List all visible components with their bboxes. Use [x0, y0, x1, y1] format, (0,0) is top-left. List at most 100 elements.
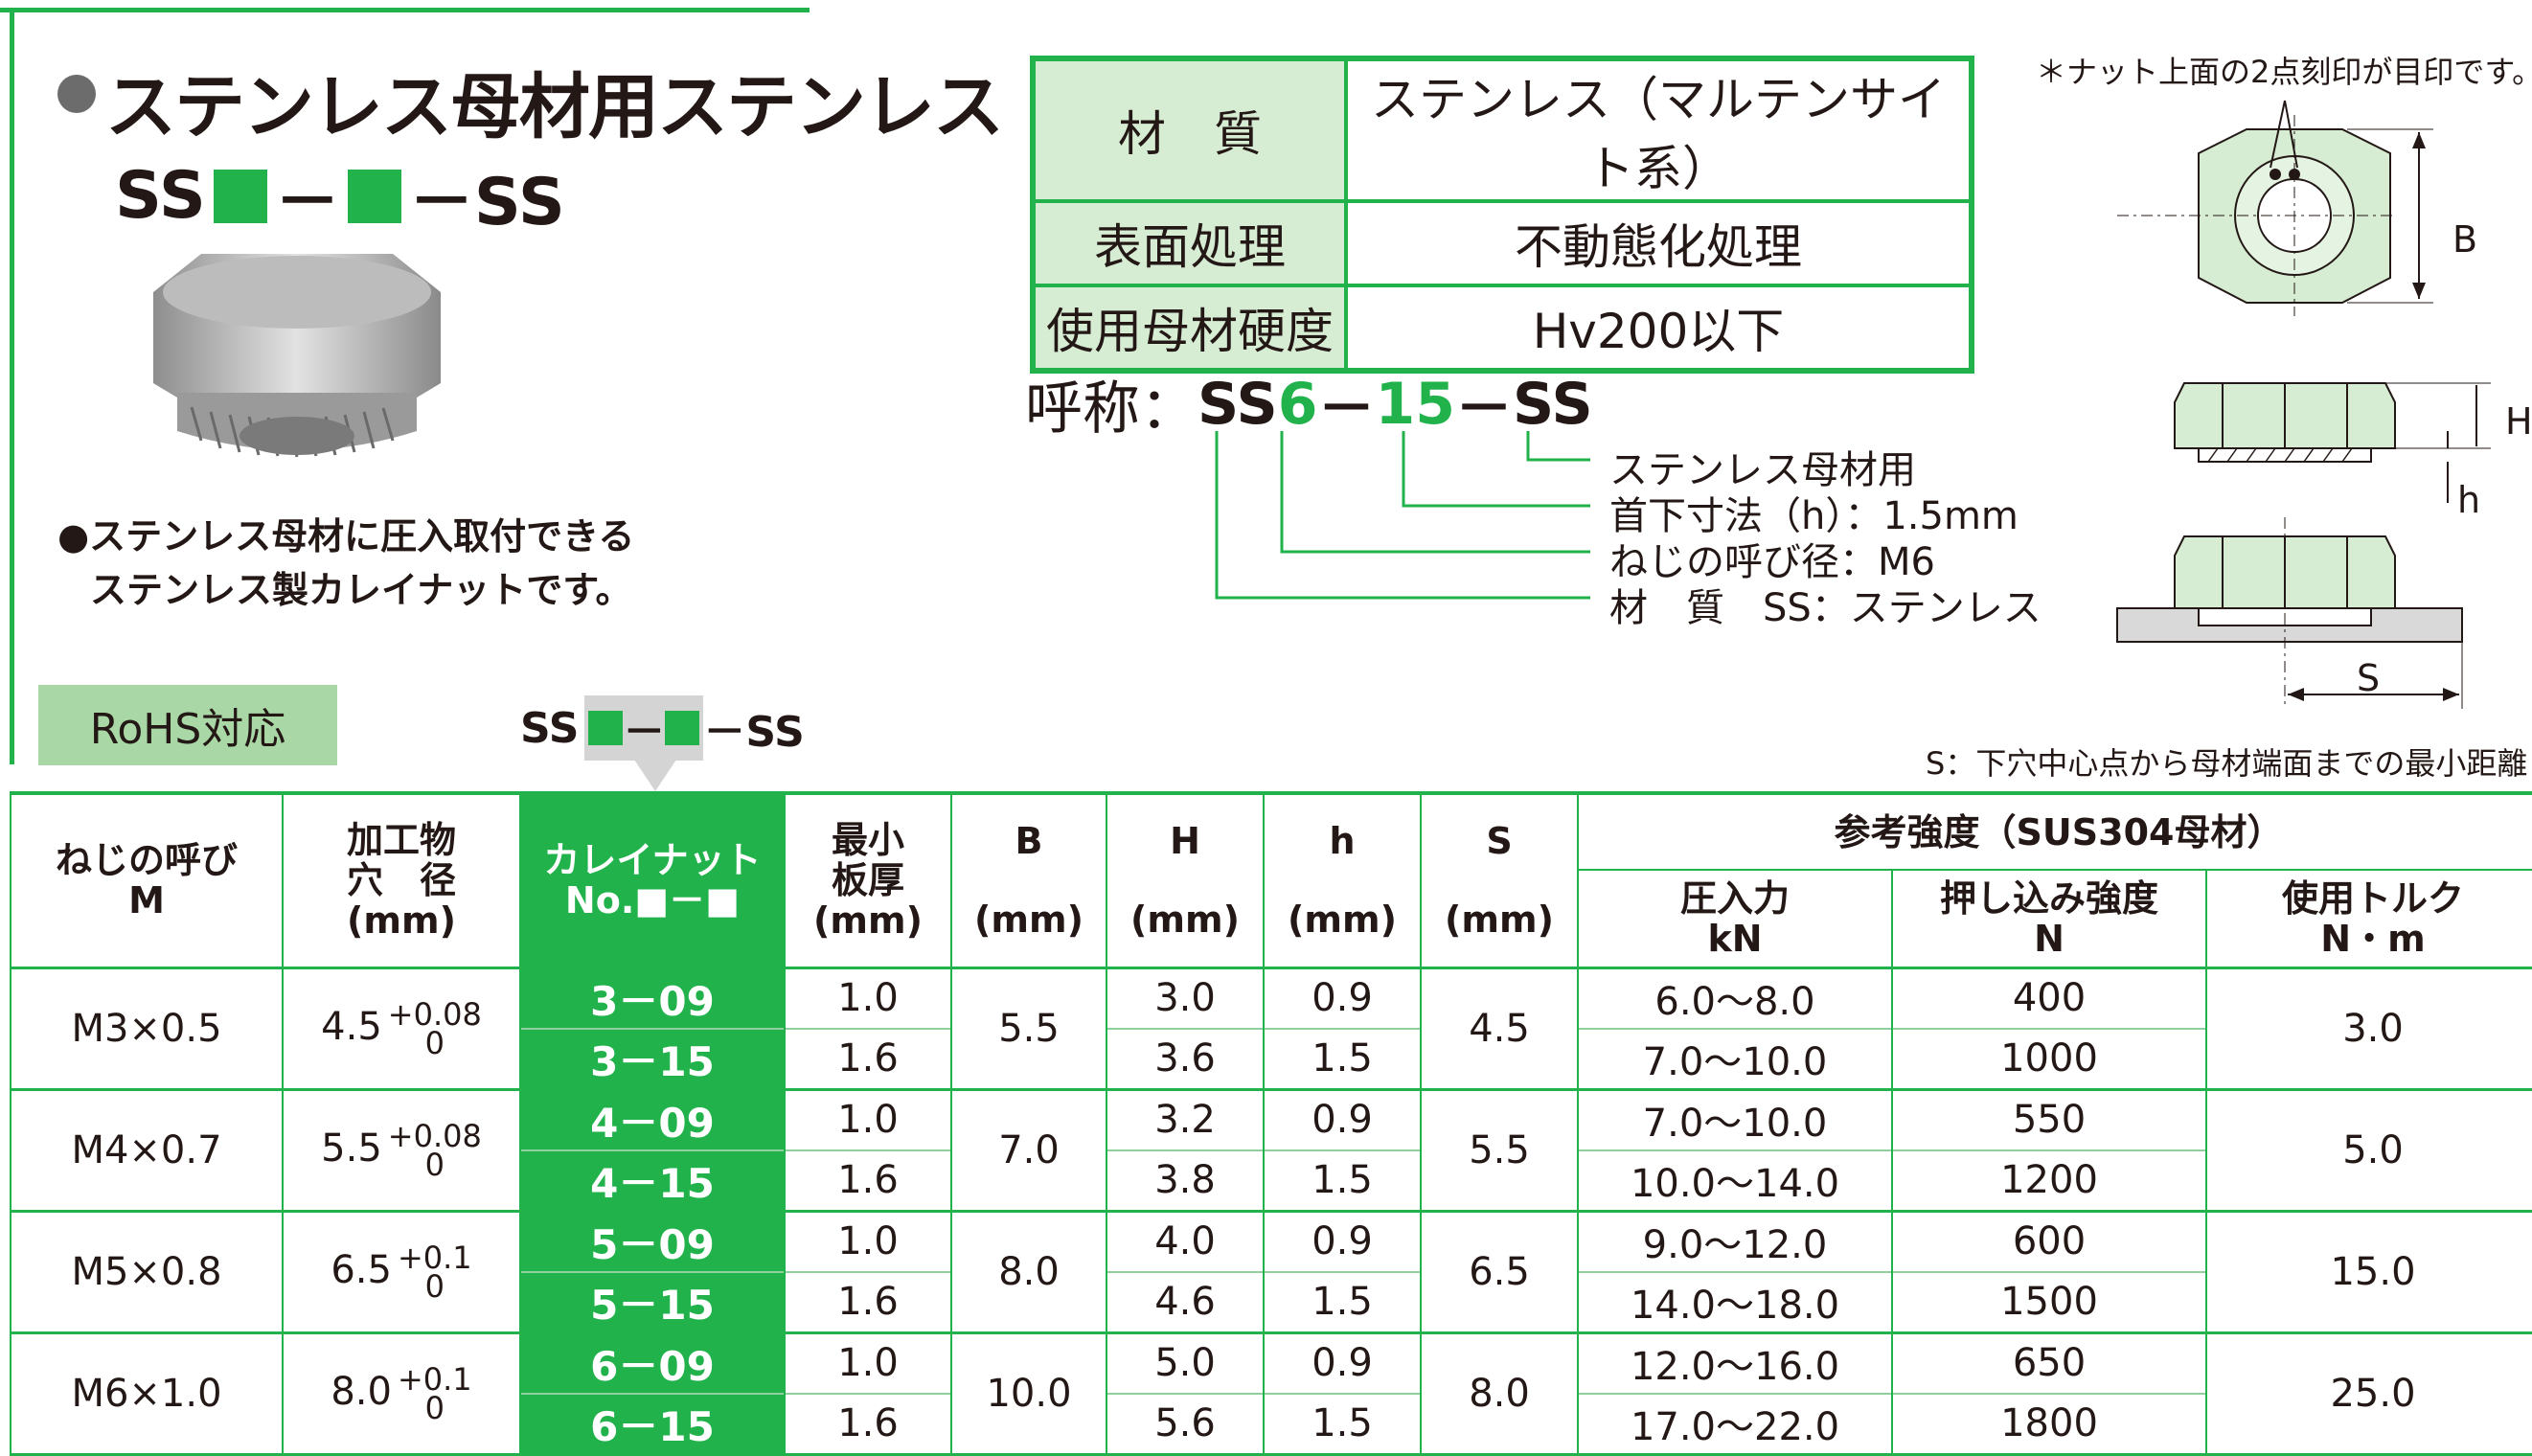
legend-length: 首下寸法（h）：1.5mm [1609, 494, 2019, 538]
hole-value: 6.5 [331, 1247, 392, 1292]
spec-value: 不動態化処理 [1344, 199, 1973, 287]
part-label-suffix: －SS [703, 708, 805, 757]
part-code-label: SS － －SS [520, 695, 805, 761]
min-thickness: 1.6 [784, 1393, 952, 1454]
push-strength: 1200 [1891, 1149, 2207, 1211]
torque: 25.0 [2204, 1332, 2532, 1454]
dim-h: 0.9 [1263, 1211, 1422, 1272]
min-thickness: 1.0 [784, 1332, 952, 1394]
spec-key: 表面処理 [1031, 199, 1348, 287]
designation-dash-1: － [1317, 375, 1376, 443]
designation-material: SS [1198, 370, 1278, 438]
designation-dash-2: － [1454, 375, 1513, 443]
spec-key: 材 質 [1031, 57, 1348, 203]
top-view-drawing [2117, 100, 2433, 316]
header-H: H(mm) [1106, 793, 1265, 967]
nut-number: 3－09 [519, 967, 786, 1029]
top-accent-line [0, 8, 810, 12]
marking-note: ＊ナット上面の2点刻印が目印です。 [2036, 54, 2532, 90]
press-force: 6.0～8.0 [1577, 967, 1893, 1029]
push-strength: 1000 [1891, 1028, 2207, 1089]
hole-value: 5.5 [321, 1126, 382, 1171]
thread-size: M6×1.0 [10, 1332, 284, 1454]
description-line-2: ステンレス製カレイナットです。 [90, 569, 632, 611]
dim-h: 0.9 [1263, 967, 1422, 1029]
dim-H: 3.6 [1106, 1028, 1265, 1089]
rohs-badge: RoHS対応 [38, 685, 337, 765]
part-label-dash: － [623, 708, 666, 757]
dim-H: 4.0 [1106, 1211, 1265, 1272]
page-title: ステンレス母材用ステンレス [105, 66, 1004, 148]
dim-S: 4.5 [1420, 967, 1579, 1089]
spec-table: 材 質 ステンレス（マルテンサイト系） 表面処理 不動態化処理 使用母材硬度 H… [1030, 56, 1974, 374]
designation-length: 15 [1375, 370, 1455, 438]
dim-H: 4.6 [1106, 1271, 1265, 1332]
spec-value: Hv200以下 [1344, 284, 1973, 373]
press-force: 17.0～22.0 [1577, 1393, 1893, 1454]
thread-size: M4×0.7 [10, 1089, 284, 1211]
dim-H: 3.0 [1106, 967, 1265, 1029]
nut-number: 6－09 [519, 1332, 786, 1394]
spec-row: 表面処理 不動態化処理 [1031, 199, 1973, 287]
nut-number: 5－09 [519, 1211, 786, 1272]
min-thickness: 1.0 [784, 967, 952, 1029]
dim-H: 5.6 [1106, 1393, 1265, 1454]
spec-row: 使用母材硬度 Hv200以下 [1031, 284, 1973, 373]
designation-example: 呼称： SS 6 － 15 － SS [1025, 362, 1593, 445]
min-thickness: 1.0 [784, 1089, 952, 1150]
dim-h: 1.5 [1263, 1271, 1422, 1332]
spec-row: 材 質 ステンレス（マルテンサイト系） [1031, 57, 1973, 203]
spec-value: ステンレス（マルテンサイト系） [1344, 57, 1973, 203]
legend-base-material: ステンレス母材用 [1609, 448, 1916, 492]
push-strength: 1500 [1891, 1271, 2207, 1332]
header-thickness: 最小板厚(mm) [784, 793, 952, 967]
thread-size: M3×0.5 [10, 967, 284, 1089]
spec-key: 使用母材硬度 [1031, 284, 1348, 373]
header-hole: 加工物穴 径(mm) [282, 793, 521, 967]
press-force: 7.0～10.0 [1577, 1028, 1893, 1089]
nut-number: 5－15 [519, 1271, 786, 1332]
dim-S: 5.5 [1420, 1089, 1579, 1211]
title-bullet [57, 75, 96, 113]
min-thickness: 1.6 [784, 1271, 952, 1332]
push-strength: 600 [1891, 1211, 2207, 1272]
press-force: 9.0～12.0 [1577, 1211, 1893, 1272]
part-code-prefix: SS [115, 158, 206, 234]
part-code-dash: － [274, 165, 340, 240]
dim-B: 7.0 [950, 1089, 1107, 1211]
dim-B: 10.0 [950, 1332, 1107, 1454]
dim-h: 1.5 [1263, 1149, 1422, 1211]
dim-h: 1.5 [1263, 1393, 1422, 1454]
dim-S: 8.0 [1420, 1332, 1579, 1454]
placeholder-square-4 [665, 711, 700, 745]
designation-diameter: 6 [1277, 370, 1318, 438]
product-description: ●ステンレス母材に圧入取付できる ステンレス製カレイナットです。 [57, 510, 634, 617]
dim-H: 5.0 [1106, 1332, 1265, 1394]
nut-number: 4－15 [519, 1149, 786, 1211]
min-thickness: 1.0 [784, 1211, 952, 1272]
dim-h: 1.5 [1263, 1028, 1422, 1089]
push-strength: 1800 [1891, 1393, 2207, 1454]
description-line-1: ●ステンレス母材に圧入取付できる [57, 515, 635, 557]
min-thickness: 1.6 [784, 1149, 952, 1211]
torque: 15.0 [2204, 1211, 2532, 1332]
dim-H: 3.2 [1106, 1089, 1265, 1150]
dim-h-label: h [2457, 479, 2481, 521]
nut-number: 4－09 [519, 1089, 786, 1150]
designation-label: 呼称： [1025, 375, 1198, 443]
